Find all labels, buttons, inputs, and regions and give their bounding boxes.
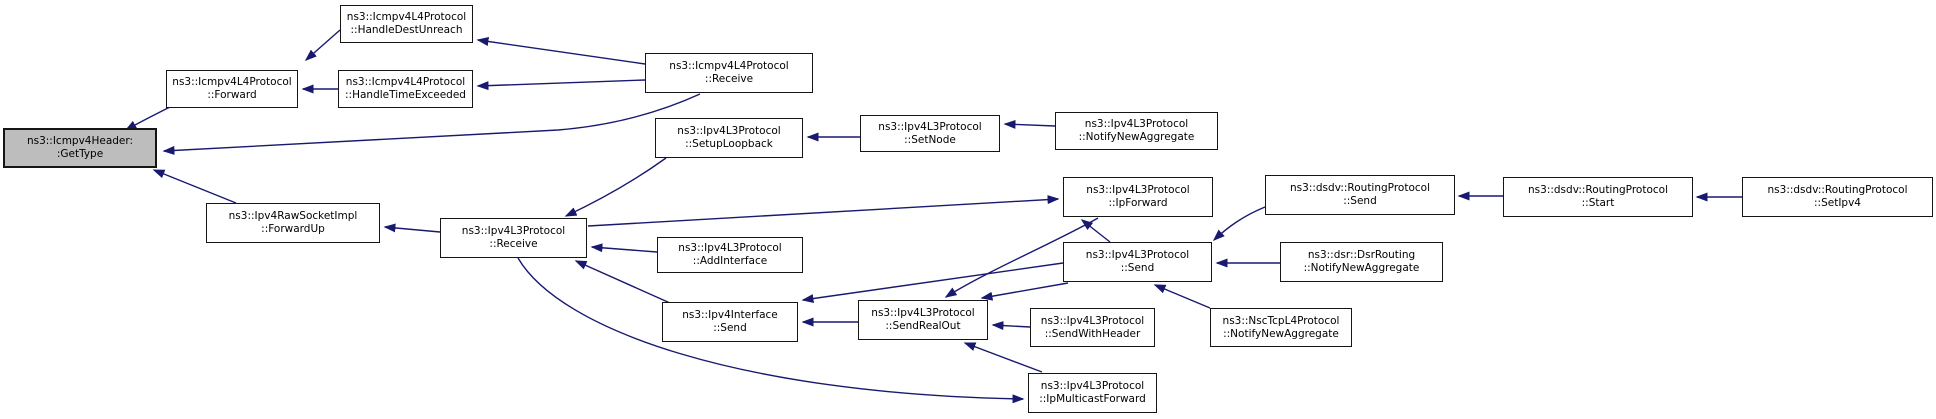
node-label-line1: ns3::Icmpv4L4Protocol <box>346 11 467 24</box>
edge-forward-up-to-gettype <box>152 169 237 204</box>
edge-handle-dest-unreach-to-icmp-forward <box>304 29 341 61</box>
node-label-line2: ::Send <box>713 322 747 334</box>
node-l3-send[interactable]: ns3::Ipv4L3Protocol::Send <box>1063 242 1212 282</box>
node-label-line1: ns3::NscTcpL4Protocol <box>1222 314 1340 327</box>
node-label-line2: ::IpMulticastForward <box>1039 393 1146 405</box>
edge-icmp-receive-to-handle-dest-unreach <box>476 37 646 65</box>
edge-dsdv-send-to-l3-send <box>1212 206 1266 242</box>
node-ip-forward[interactable]: ns3::Ipv4L3Protocol::IpForward <box>1063 177 1213 217</box>
node-label-line1: ns3::dsr::DsrRouting <box>1307 249 1416 262</box>
node-label-line1: ns3::Ipv4L3Protocol <box>871 307 975 320</box>
node-label-line1: ns3::Ipv4L3Protocol <box>878 120 982 133</box>
edge-send-with-header-to-send-real-out <box>991 321 1031 331</box>
node-label-line1: ns3::Ipv4L3Protocol <box>1084 118 1189 131</box>
node-label-line1: ns3::Icmpv4L4Protocol <box>172 76 292 89</box>
edge-iface-send-to-ipv4-receive <box>574 260 671 304</box>
node-label-line2: ::NotifyNewAggregate <box>1223 327 1339 340</box>
edge-setup-loopback-to-ipv4-receive <box>564 157 667 217</box>
node-icmp-receive[interactable]: ns3::Icmpv4L4Protocol::Receive <box>645 53 813 93</box>
node-label-line2: ::SetIpv4 <box>1814 197 1861 209</box>
edge-ip-multicast-forward-to-send-real-out <box>963 342 1043 373</box>
node-label-line2: ::SetupLoopback <box>685 138 773 150</box>
node-ip-multicast-forward[interactable]: ns3::Ipv4L3Protocol::IpMulticastForward <box>1028 373 1157 413</box>
node-iface-send[interactable]: ns3::Ipv4Interface::Send <box>662 302 798 342</box>
edge-l3-send-to-send-real-out <box>980 282 1069 301</box>
node-label-line1: ns3::Ipv4Interface <box>682 309 778 322</box>
edge-ipv4-receive-to-ip-multicast-forward <box>517 257 1025 404</box>
node-label-line1: ns3::Ipv4RawSocketImpl <box>228 210 358 223</box>
node-label-line1: ns3::Ipv4L3Protocol <box>1040 314 1145 327</box>
node-label-line1: ns3::dsdv::RoutingProtocol <box>1767 184 1908 197</box>
node-nsctcp-nna[interactable]: ns3::NscTcpL4Protocol::NotifyNewAggregat… <box>1210 308 1352 347</box>
node-ipv4-nna[interactable]: ns3::Ipv4L3Protocol::NotifyNewAggregate <box>1055 112 1218 150</box>
node-label-line2: ::Send <box>1120 262 1155 274</box>
edge-add-interface-to-ipv4-receive <box>590 243 658 253</box>
node-label-line1: ns3::Ipv4L3Protocol <box>1086 184 1190 197</box>
node-label-line2: ::SendRealOut <box>885 320 961 332</box>
node-dsdv-start[interactable]: ns3::dsdv::RoutingProtocol::Start <box>1503 177 1693 217</box>
node-label-line1: ns3::Ipv4L3Protocol <box>461 225 566 238</box>
node-label-line2: ::ForwardUp <box>261 223 325 235</box>
node-label-line2: ::AddInterface <box>692 255 768 267</box>
node-label-line2: ::SetNode <box>904 133 956 146</box>
edge-nsctcp-nna-to-l3-send <box>1153 284 1211 309</box>
node-label-line2: ::HandleDestUnreach <box>350 24 463 36</box>
node-label-line2: ::SendWithHeader <box>1044 327 1141 340</box>
node-label-line2: ::HandleTimeExceeded <box>345 89 466 101</box>
node-label-line1: ns3::Ipv4L3Protocol <box>1040 380 1145 393</box>
node-label-line2: ::Forward <box>207 89 257 101</box>
node-send-with-header[interactable]: ns3::Ipv4L3Protocol::SendWithHeader <box>1030 308 1155 347</box>
edge-ipv4-receive-to-ip-forward <box>587 195 1060 227</box>
node-dsr-nna[interactable]: ns3::dsr::DsrRouting::NotifyNewAggregate <box>1280 242 1443 282</box>
node-icmp-forward[interactable]: ns3::Icmpv4L4Protocol::Forward <box>166 70 298 108</box>
node-dsdv-send[interactable]: ns3::dsdv::RoutingProtocol::Send <box>1265 175 1455 215</box>
node-label-line1: ns3::Icmpv4L4Protocol <box>669 60 789 73</box>
node-label-line1: ns3::Ipv4L3Protocol <box>678 242 782 255</box>
edge-l3-send-to-iface-send <box>801 262 1064 303</box>
edge-icmp-receive-to-handle-time-exceeded <box>476 79 646 91</box>
node-label-line1: ns3::dsdv::RoutingProtocol <box>1290 182 1430 195</box>
node-label-line1: ns3::dsdv::RoutingProtocol <box>1528 184 1668 197</box>
node-label-line1: ns3::Icmpv4L4Protocol <box>345 76 466 89</box>
node-gettype: ns3::Icmpv4Header::GetType <box>3 128 157 168</box>
node-label-line1: ns3::Icmpv4Header: <box>26 135 134 148</box>
node-send-real-out[interactable]: ns3::Ipv4L3Protocol::SendRealOut <box>858 300 988 340</box>
node-label-line2: ::Send <box>1343 195 1377 207</box>
node-label-line2: :GetType <box>56 148 104 160</box>
node-set-node[interactable]: ns3::Ipv4L3Protocol::SetNode <box>860 115 1000 152</box>
node-add-interface[interactable]: ns3::Ipv4L3Protocol::AddInterface <box>657 237 803 273</box>
node-forward-up[interactable]: ns3::Ipv4RawSocketImpl::ForwardUp <box>206 203 380 243</box>
node-label-line1: ns3::Ipv4L3Protocol <box>677 125 781 138</box>
node-label-line1: ns3::Ipv4L3Protocol <box>1085 249 1190 262</box>
node-dsdv-set-ipv4[interactable]: ns3::dsdv::RoutingProtocol::SetIpv4 <box>1742 177 1933 217</box>
node-label-line2: ::NotifyNewAggregate <box>1303 262 1420 274</box>
node-label-line2: ::IpForward <box>1108 197 1168 209</box>
node-label-line2: ::Start <box>1581 197 1615 209</box>
edge-ipv4-receive-to-forward-up <box>383 223 441 233</box>
node-ipv4-receive[interactable]: ns3::Ipv4L3Protocol::Receive <box>440 218 587 258</box>
node-setup-loopback[interactable]: ns3::Ipv4L3Protocol::SetupLoopback <box>655 118 803 158</box>
node-label-line2: ::Receive <box>489 238 538 250</box>
node-handle-dest-unreach[interactable]: ns3::Icmpv4L4Protocol::HandleDestUnreach <box>340 5 473 43</box>
edge-ipv4-nna-to-set-node <box>1003 119 1056 129</box>
edge-l3-send-to-ip-forward <box>1080 219 1111 243</box>
node-handle-time-exceeded[interactable]: ns3::Icmpv4L4Protocol::HandleTimeExceede… <box>338 70 473 108</box>
node-label-line2: ::Receive <box>704 73 754 85</box>
node-label-line2: ::NotifyNewAggregate <box>1078 131 1195 143</box>
edge-icmp-receive-to-gettype <box>162 93 701 155</box>
